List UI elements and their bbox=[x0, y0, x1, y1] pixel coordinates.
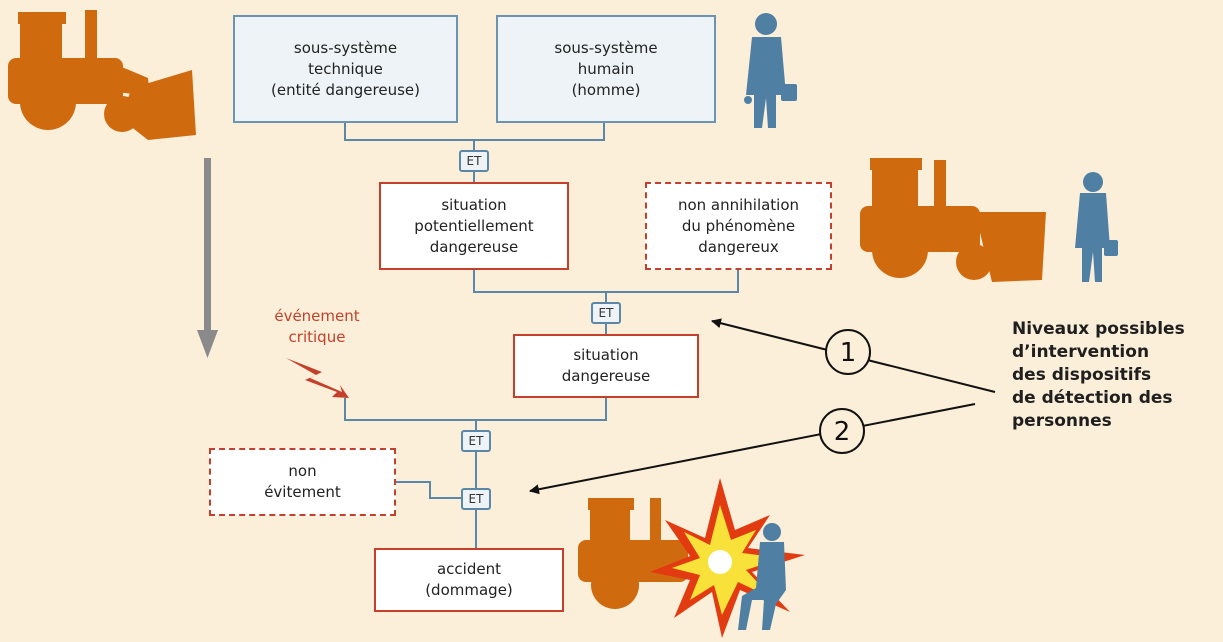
technical-subsystem-box: sous-système technique (entité dangereus… bbox=[233, 15, 458, 123]
worker-icon bbox=[744, 13, 797, 128]
marker-2-label: 2 bbox=[834, 417, 851, 447]
marker-1-label: 1 bbox=[840, 338, 857, 368]
downward-arrow-icon bbox=[197, 158, 218, 358]
and-gate-1: ET bbox=[459, 150, 489, 172]
marker-2-circle bbox=[819, 408, 865, 454]
non-annihilation-box: non annihilation du phénomène dangereux bbox=[645, 182, 832, 270]
and-gate-2: ET bbox=[591, 302, 621, 324]
and-gate-4: ET bbox=[461, 488, 491, 510]
dangerous-situation-box: situation dangereuse bbox=[513, 334, 699, 398]
intervention-levels-label: Niveaux possibles d’intervention des dis… bbox=[1012, 319, 1185, 431]
accident-box: accident (dommage) bbox=[374, 548, 564, 612]
potentially-dangerous-situation-box: situation potentiellement dangereuse bbox=[379, 182, 569, 270]
critical-event-label: événement critique bbox=[274, 307, 360, 346]
loader-icon bbox=[8, 10, 196, 140]
lightning-icon bbox=[286, 358, 349, 398]
collision-explosion-icon bbox=[578, 478, 805, 638]
human-subsystem-box: sous-système humain (homme) bbox=[496, 15, 716, 123]
non-avoidance-box: non évitement bbox=[209, 448, 396, 516]
marker-1-circle bbox=[825, 329, 871, 375]
and-gate-3: ET bbox=[461, 430, 491, 452]
loader-worker-icon bbox=[860, 158, 1118, 282]
connector-lines bbox=[344, 123, 739, 548]
